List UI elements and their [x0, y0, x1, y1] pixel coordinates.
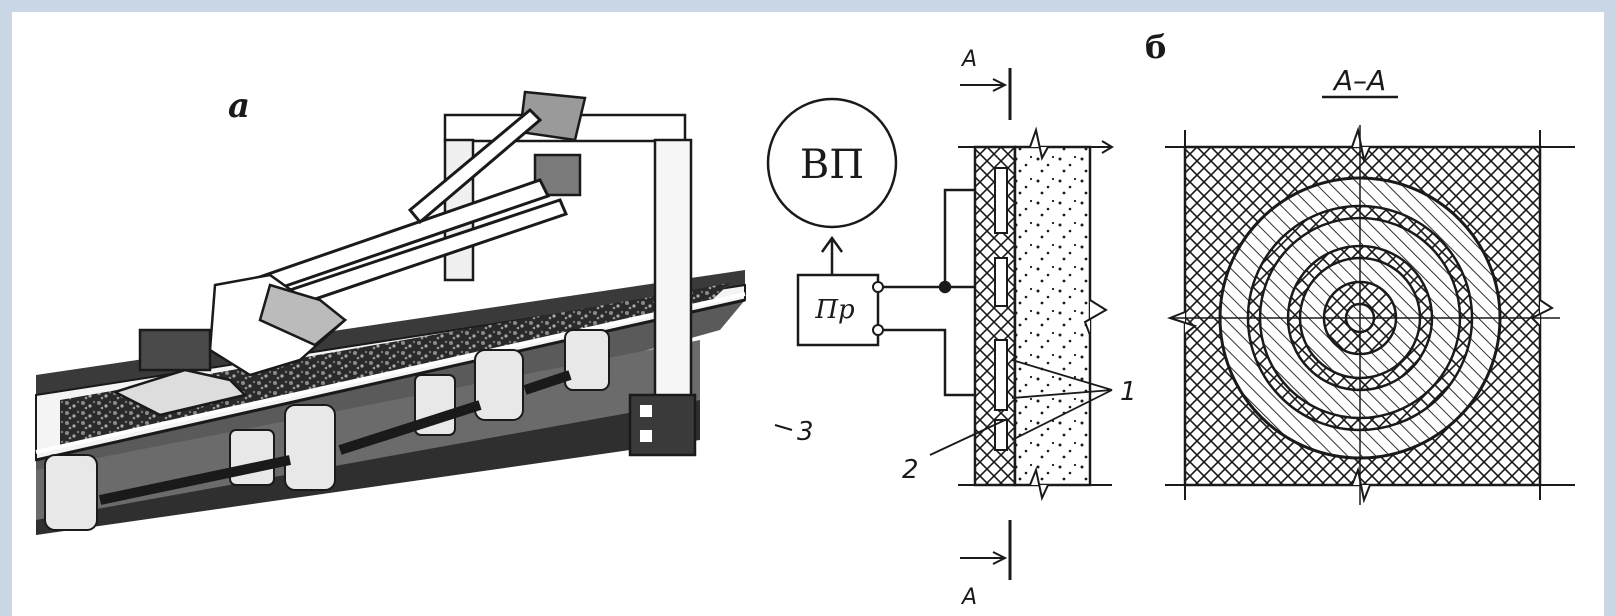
callout-2-leader — [929, 419, 1006, 456]
section-mark-bottom: А — [960, 520, 1012, 610]
section-mark-bottom-letter: А — [960, 585, 977, 610]
callout-1-label: 1 — [1120, 377, 1137, 407]
panel-a-illustration: а — [35, 86, 746, 535]
section-a-a: А–А — [1165, 64, 1575, 505]
wall-section — [958, 126, 1114, 502]
panel-b-label: б — [1145, 28, 1166, 66]
callout-1 — [1011, 359, 1113, 441]
vp-block: ВП — [766, 97, 898, 229]
panel-a-label: а — [228, 86, 250, 126]
callout-2-label: 2 — [902, 455, 919, 485]
section-mark-top: А — [960, 47, 1012, 120]
section-a-a-title: А–А — [1332, 64, 1386, 97]
signal-arrow — [820, 235, 844, 275]
section-mark-top-letter: А — [960, 47, 977, 72]
pr-block-label: Пр — [814, 295, 855, 325]
pr-block: Пр — [796, 273, 884, 347]
sampler-scoop — [111, 273, 348, 417]
conveyor-supports — [44, 329, 610, 531]
sampler-drive-head — [518, 90, 587, 197]
conveyor-support-bars — [98, 370, 572, 505]
callout-3-leader — [774, 424, 793, 431]
callout-3-label: 3 — [797, 417, 814, 447]
sampler-arm — [219, 107, 569, 317]
vp-block-label: ВП — [800, 142, 864, 188]
conveyor-belt — [35, 283, 746, 462]
panel-b-schematic: б ВП Пр А — [766, 28, 1575, 610]
